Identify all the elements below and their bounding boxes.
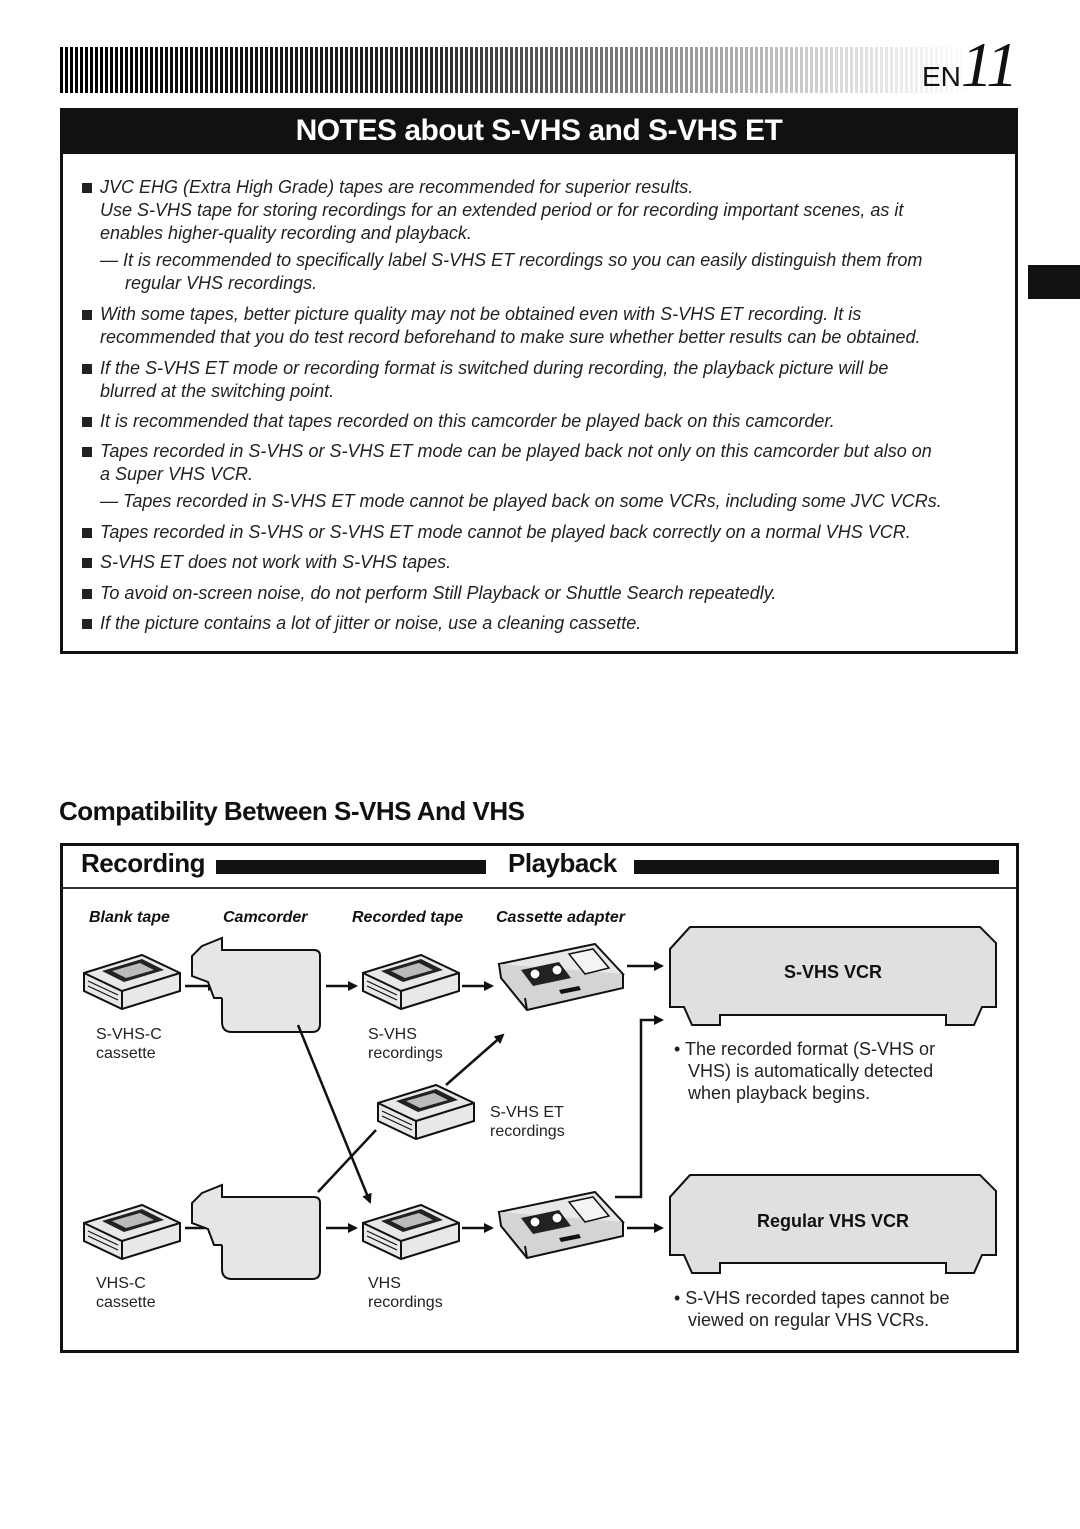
note-line: Tapes recorded in S-VHS or S-VHS ET mode… <box>100 441 932 461</box>
note-line: To avoid on-screen noise, do not perform… <box>100 583 777 603</box>
camcorder-icon <box>191 1184 321 1280</box>
cassette-adapter-icon <box>498 1191 624 1259</box>
caption: S-VHS-C <box>96 1026 162 1043</box>
note-line: a Super VHS VCR. <box>100 464 254 484</box>
column-recorded-tape: Recorded tape <box>352 909 464 926</box>
caption: recordings <box>368 1045 443 1062</box>
svhs-c-cassette-icon <box>83 954 181 1010</box>
playback-bar <box>634 860 999 874</box>
column-camcorder: Camcorder <box>223 909 308 926</box>
vhs-c-cassette-icon <box>83 1204 181 1260</box>
note-line: With some tapes, better picture quality … <box>100 304 862 324</box>
note-line: regular VHS recordings. <box>125 273 318 293</box>
connector-line <box>317 1129 377 1193</box>
page-number: EN11 <box>922 28 1062 100</box>
bullet-icon <box>82 417 92 427</box>
regular-vhs-vcr-label: Regular VHS VCR <box>756 1211 910 1231</box>
bullet-icon <box>82 447 92 457</box>
cassette-adapter-icon <box>498 943 624 1011</box>
caption: VHS <box>368 1275 401 1292</box>
note-line: Tapes recorded in S-VHS or S-VHS ET mode… <box>100 522 911 542</box>
compat-heading: Compatibility Between S-VHS And VHS <box>59 796 525 826</box>
caption: recordings <box>368 1294 443 1311</box>
recording-title: Recording <box>81 848 206 878</box>
bullet-icon <box>82 183 92 193</box>
svhs-vcr-note: • The recorded format (S-VHS or <box>674 1039 936 1059</box>
arrow <box>445 1033 505 1086</box>
recording-bar <box>216 860 486 874</box>
note-line: — It is recommended to specifically labe… <box>100 250 923 270</box>
column-cassette-adapter: Cassette adapter <box>496 909 625 926</box>
playback-title: Playback <box>508 848 617 878</box>
section-tab-marker <box>1028 265 1080 299</box>
note-line: blurred at the switching point. <box>100 381 335 401</box>
bullet-icon <box>82 310 92 320</box>
svhs-et-cassette-icon <box>377 1084 475 1140</box>
caption: recordings <box>490 1123 565 1140</box>
note-line: If the picture contains a lot of jitter … <box>100 613 642 633</box>
caption: VHS-C <box>96 1275 146 1292</box>
notes-title: NOTES about S-VHS and S-VHS ET <box>60 108 1018 154</box>
language-code: EN <box>922 61 961 92</box>
header-stripe-fade <box>60 47 975 93</box>
vhs-recording-cassette-icon <box>362 1204 460 1260</box>
note-line: — Tapes recorded in S-VHS ET mode cannot… <box>100 491 942 511</box>
note-line: S-VHS ET does not work with S-VHS tapes. <box>100 552 452 572</box>
arrow <box>296 1024 372 1204</box>
bullet-icon <box>82 558 92 568</box>
vhs-vcr-note: • S-VHS recorded tapes cannot be <box>674 1288 950 1308</box>
camcorder-icon <box>191 937 321 1033</box>
caption: cassette <box>96 1045 156 1062</box>
svhs-vcr-note: when playback begins. <box>688 1083 871 1103</box>
bullet-icon <box>82 364 92 374</box>
connector-to-svhs-vcr <box>615 1015 664 1199</box>
caption: cassette <box>96 1294 156 1311</box>
note-line: If the S-VHS ET mode or recording format… <box>100 358 889 378</box>
bullet-icon <box>82 619 92 629</box>
note-line: recommended that you do test record befo… <box>100 327 921 347</box>
svhs-vcr-note: VHS) is automatically detected <box>688 1061 934 1081</box>
bullet-icon <box>82 528 92 538</box>
note-line: enables higher-quality recording and pla… <box>100 223 472 243</box>
compat-box <box>60 843 1019 1353</box>
note-line: JVC EHG (Extra High Grade) tapes are rec… <box>100 177 694 197</box>
svhs-recording-cassette-icon <box>362 954 460 1010</box>
note-line: It is recommended that tapes recorded on… <box>100 411 835 431</box>
page-number-value: 11 <box>960 29 1018 100</box>
compat-divider <box>63 887 1016 889</box>
caption: S-VHS <box>368 1026 417 1043</box>
bullet-icon <box>82 589 92 599</box>
vhs-vcr-note: viewed on regular VHS VCRs. <box>688 1310 930 1330</box>
svhs-vcr-label: S-VHS VCR <box>783 962 882 982</box>
column-blank-tape: Blank tape <box>89 909 170 926</box>
caption: S-VHS ET <box>490 1104 564 1121</box>
note-line: Use S-VHS tape for storing recordings fo… <box>100 200 904 220</box>
